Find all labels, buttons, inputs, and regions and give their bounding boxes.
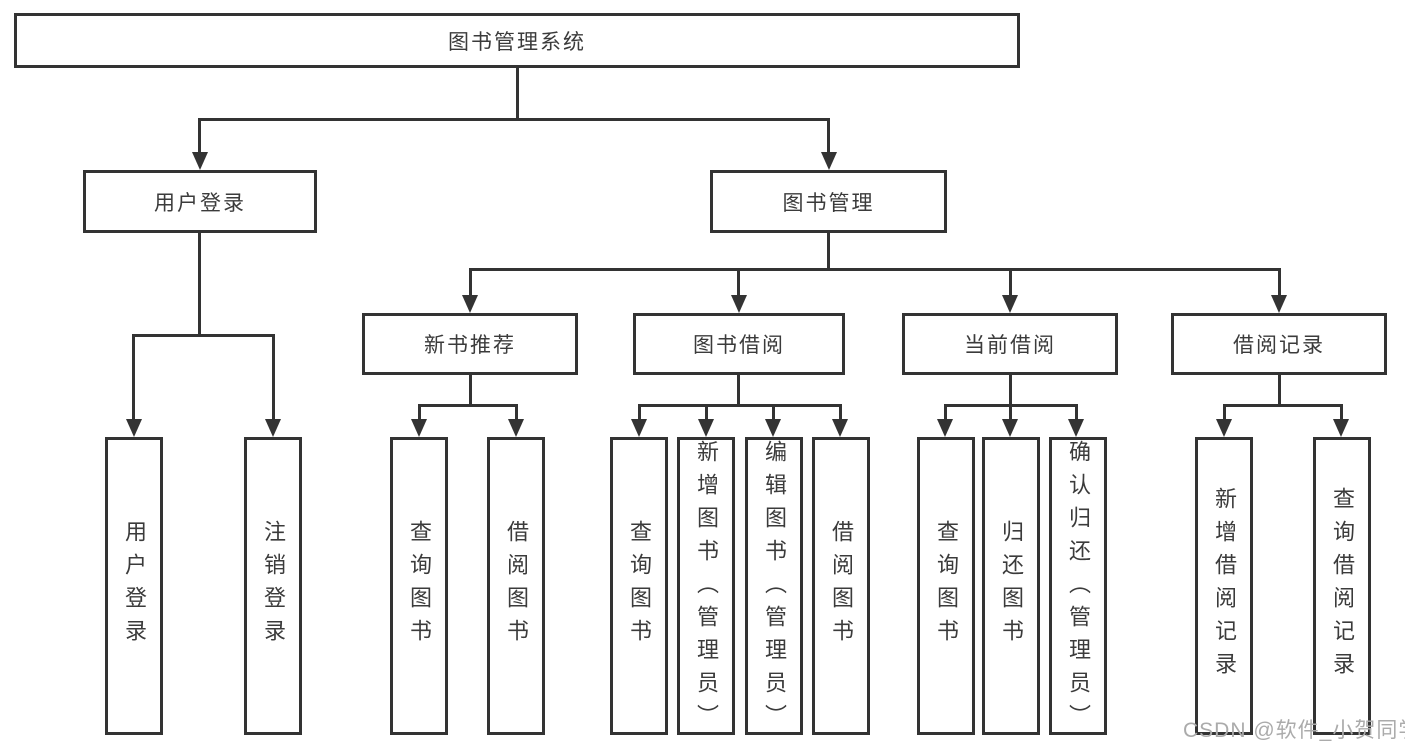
leaf-borrow-books-recommend: 借阅图书 [487,437,545,735]
connector-leaf-stem [1340,404,1343,422]
connector-to-book-mgmt-stem [827,118,830,155]
connector-new-book-stem [469,375,472,407]
node-book-management: 图书管理 [710,170,947,233]
leaf-label: 查询借阅记录 [1330,487,1355,685]
connector-records-stem [1278,375,1281,407]
leaf-borrow-books: 借阅图书 [812,437,870,735]
leaf-user-login: 用户登录 [105,437,163,735]
arrow-to-leaf [1068,419,1084,437]
connector-to-user-login-stem [198,118,201,155]
arrow-to-user-login [192,152,208,170]
node-label: 用户登录 [154,191,246,215]
connector-new-book-hbar [418,404,518,407]
arrow-to-leaf [937,419,953,437]
leaf-label: 借阅图书 [504,520,529,652]
arrow-to-leaf [631,419,647,437]
connector-current-stem [1009,375,1012,407]
connector-leaf-stem [1223,404,1226,422]
arrow-to-leaf [265,419,281,437]
arrow-to-leaf [832,419,848,437]
leaf-label: 借阅图书 [829,520,854,652]
leaf-add-books-admin: 新增图书（管理员） [677,437,735,737]
connector-records-hbar [1223,404,1342,407]
node-label: 图书借阅 [693,334,785,357]
connector-to-borrow-stem [737,268,740,298]
arrow-to-leaf [1002,419,1018,437]
leaf-add-borrow-record: 新增借阅记录 [1195,437,1253,735]
connector-leaf-stem [772,404,775,422]
arrow-to-leaf [698,419,714,437]
node-current-borrow: 当前借阅 [902,313,1118,375]
node-label: 图书管理系统 [448,30,586,54]
leaf-label: 确认归还（管理员） [1066,440,1091,737]
leaf-query-books-recommend: 查询图书 [390,437,448,735]
node-label: 当前借阅 [964,334,1056,357]
connector-leaf-stem [1075,404,1078,422]
connector-user-login-hbar [134,334,275,337]
leaf-edit-books-admin: 编辑图书（管理员） [745,437,803,737]
arrow-to-borrow [731,295,747,313]
node-library-management-system: 图书管理系统 [14,13,1020,68]
leaf-return-books: 归还图书 [982,437,1040,735]
connector-leaf-stem [839,404,842,422]
connector-leaf-stem [515,404,518,422]
node-label: 图书管理 [782,191,875,215]
node-label: 借阅记录 [1233,334,1325,357]
connector-leaf-stem [705,404,708,422]
leaf-query-books-current: 查询图书 [917,437,975,735]
connector-to-records-stem [1278,268,1281,298]
connector-leaf-stem [638,404,641,422]
node-label: 新书推荐 [424,334,516,357]
leaf-label: 新增借阅记录 [1212,487,1237,685]
connector-user-login-stem [198,233,201,337]
leaf-logout: 注销登录 [244,437,302,735]
leaf-label: 用户登录 [122,520,147,652]
node-new-book-recommend: 新书推荐 [362,313,578,375]
arrow-to-new-book [462,295,478,313]
connector-root-stem [516,68,519,119]
arrow-to-leaf [765,419,781,437]
connector-root-hbar [198,118,830,121]
connector-to-current-stem [1009,268,1012,298]
connector-leaf-stem [944,404,947,422]
connector-leaf-stem [132,334,135,422]
leaf-label: 归还图书 [999,520,1024,652]
node-borrow-records: 借阅记录 [1171,313,1387,375]
node-user-login: 用户登录 [83,170,317,233]
leaf-query-books-borrow: 查询图书 [610,437,668,735]
connector-leaf-stem [1009,404,1012,422]
connector-book-mgmt-hbar [469,268,1281,271]
leaf-query-borrow-record: 查询借阅记录 [1313,437,1371,735]
leaf-label: 查询图书 [627,520,652,652]
arrow-to-leaf [508,419,524,437]
node-book-borrow: 图书借阅 [633,313,845,375]
csdn-watermark: CSDN @软件_小贺同学 [1183,719,1405,742]
connector-borrow-hbar [638,404,842,407]
connector-book-mgmt-stem [827,233,830,271]
arrow-to-book-mgmt [821,152,837,170]
leaf-confirm-return-admin: 确认归还（管理员） [1049,437,1107,737]
arrow-to-leaf [1333,419,1349,437]
connector-borrow-stem [737,375,740,407]
arrow-to-leaf [126,419,142,437]
arrow-to-records [1271,295,1287,313]
arrow-to-leaf [411,419,427,437]
connector-leaf-stem [272,334,275,422]
leaf-label: 新增图书（管理员） [694,440,719,737]
leaf-label: 注销登录 [261,520,286,652]
arrow-to-leaf [1216,419,1232,437]
leaf-label: 查询图书 [407,520,432,652]
leaf-label: 编辑图书（管理员） [762,440,787,737]
arrow-to-current [1002,295,1018,313]
connector-leaf-stem [418,404,421,422]
leaf-label: 查询图书 [934,520,959,652]
connector-to-new-book-stem [469,268,472,298]
